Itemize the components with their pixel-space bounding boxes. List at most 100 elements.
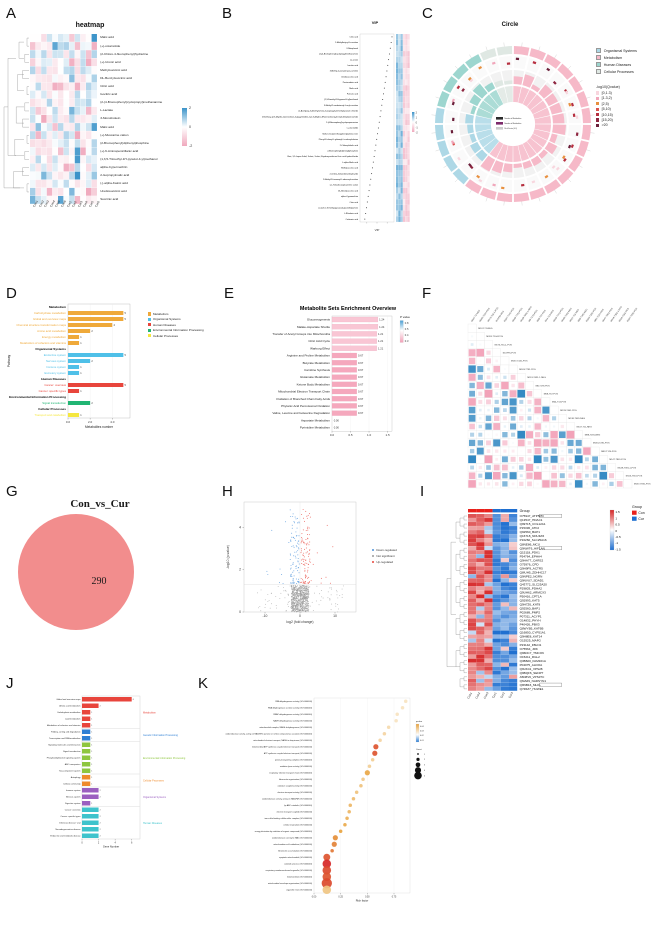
panel-b-metabolite-label: 2-Chlorophthalic acid — [340, 144, 358, 147]
panel-e-pathway-label: Mitochondrial Electron Transport Chain — [278, 390, 330, 394]
panel-h-ytick: 0 — [239, 610, 241, 614]
panel-h-legend-label: Down-regulated — [376, 548, 396, 552]
panel-a-row-label: (+)-cotarnolide — [100, 44, 120, 48]
panel-j-bar-value: 1 — [91, 803, 92, 805]
panel-j-bar-value: 2 — [100, 823, 101, 825]
panel-c-inner-legend-label: Rich Factor (0-1) — [504, 127, 517, 130]
panel-j-pathway-label: Infectious disease: viral — [59, 822, 81, 825]
panel-j-bar-value: 2 — [100, 706, 101, 708]
panel-h-legend-item: Down-regulated — [372, 548, 397, 552]
panel-c-inner-legend-label: Number of Metabolites — [504, 122, 521, 125]
panel-j-bar-value: 1 — [91, 725, 92, 727]
panel-b-metabolite-label: Sulfuric bis(4-methoxyphenyl)amino ester — [322, 132, 358, 135]
legend-swatch-icon — [596, 113, 599, 116]
panel-d-pathway-label: Cancer: specific types — [39, 389, 67, 393]
panel-b-metabolite-label: 1-L-Tetradecanoylcarnitine cation — [329, 184, 358, 187]
panel-k-term-label: fibronectin organization (GO:0000000) — [279, 778, 312, 781]
panel-i-col-label: Cur2 — [499, 691, 506, 699]
panel-e-title: Metabolite Sets Enrichment Overview — [300, 306, 397, 312]
panel-e-legend-tick: 0.8 — [405, 321, 409, 325]
panel-a-row-label: (+)-Muscarine cation — [100, 133, 128, 137]
legend-swatch-icon — [148, 318, 151, 321]
panel-b-metabolite-label: Fumaric acid — [347, 94, 358, 96]
panel-d-category-header: Organismal Systems — [35, 347, 66, 351]
legend-dot-icon — [372, 561, 374, 563]
panel-b-metabolite-label: alpha-Cypermethrin — [341, 195, 358, 198]
panel-a-row-label: (2-(4-Bromophenyl)cyclopropyl)methanamin… — [100, 100, 162, 104]
panel-d-xlabel: Metabolites number — [85, 425, 114, 429]
panel-a-row-label: (1,3,5-Trimethyl-1H-pyrazol-4-yl)methano… — [100, 157, 157, 161]
panel-k-term-label: electron transport coupled (GO:0000000) — [277, 811, 313, 814]
panel-h-legend-item: Up-regulated — [372, 560, 397, 564]
panel-j-pathway-label: Two-component system — [59, 770, 81, 773]
panel-k-term-label: oxidoreductase activity, acting on NAD(P… — [262, 798, 312, 801]
panel-e-plot: Metabolite Sets Enrichment OverviewGluco… — [222, 292, 420, 478]
panel-g-title: Con_vs_Cur — [30, 498, 170, 510]
panel-h-ytick: 2 — [239, 568, 241, 572]
panel-e-pathway-label: Warburg Effect — [310, 346, 330, 350]
panel-d-ylabel: Pathway — [7, 354, 11, 367]
panel-d-pathway-label: Carbohydrate metabolism — [34, 311, 67, 315]
panel-d-category-header: Metabolism — [49, 305, 66, 309]
panel-i-scale-tick: 1.5 — [615, 510, 620, 514]
panel-b-metabolite-label: 2-Methylbutyryl-L-carnitine — [335, 41, 358, 44]
panel-f-row-label: M88-T491-NEG — [585, 435, 601, 437]
panel-b-metabolite-label: Phenyl-D-alanyl-L-glutamyl-L-carbonylala… — [319, 138, 358, 141]
panel-a-legend-tick: 0 — [189, 125, 191, 129]
panel-a-row-label: Malic acid — [100, 125, 114, 129]
panel-d-pathway-label: Excretory system — [45, 371, 67, 375]
panel-a-row-label: (2-Chloro-4-fluorophenyl)hydrazine — [100, 52, 148, 56]
legend-swatch-icon — [596, 91, 599, 94]
panel-k-term-label: energy derivation by oxidation of organi… — [255, 830, 313, 833]
panel-b-metabolite-label: Citric acid — [349, 36, 358, 39]
panel-i-col-label: Con2 — [474, 691, 481, 699]
panel-b-metabolite-label: 3-Methyl-2-oxobutanoyl-L-acyl-carnitine — [324, 104, 358, 107]
panel-e-bar-value: 0.00 — [334, 418, 340, 422]
panel-k-xtick: 0.50 — [365, 896, 370, 898]
panel-j-category-label: Organismal Systems — [143, 796, 167, 799]
panel-c-pvalue-legend-label: [0,1.3) — [602, 91, 612, 95]
legend-swatch-icon — [596, 118, 599, 121]
panel-b-metabolite-label: 2-(4-Bromophenyl)cyclopropanamine — [326, 122, 358, 124]
panel-d-legend-item: Human Diseases — [148, 323, 204, 327]
panel-c-pvalue-legend-item: [10,15) — [596, 113, 620, 117]
panel-k-term-label: oxidative coupled activity (GO:0000000) — [278, 785, 313, 788]
panel-h-legend-label: Up-regulated — [376, 560, 393, 564]
panel-c-category-legend-label: Metabolism — [604, 56, 622, 60]
panel-c-category-legend-label: Cellular Processes — [604, 70, 634, 74]
panel-a-row-label: 2-Isopropylmalic acid — [100, 173, 129, 177]
panel-b-metabolite-label: 2-Nitrophenol — [346, 47, 358, 50]
legend-swatch-icon — [596, 102, 599, 105]
panel-b-metabolite-label: (2-(4-Bromophenyl)cyclopropyl)methanamin… — [319, 53, 358, 56]
panel-e-pathway-label: Pyrimidine Metabolism — [300, 426, 331, 430]
panel-j-pathway-label: Lipid metabolism — [65, 718, 81, 721]
legend-swatch-icon — [596, 108, 599, 111]
panel-a-row-label: L-Lactate — [100, 108, 113, 112]
panel-e-bar-value: 0.67 — [358, 368, 364, 372]
panel-j-category-label: Environmental Information Processing — [143, 757, 186, 760]
panel-c-pvalue-legend-label: [15,20) — [602, 118, 613, 122]
panel-j-bar-value: 6 — [133, 699, 134, 701]
panel-j-bar-value: 1 — [91, 771, 92, 773]
panel-e-bar-value: 0.67 — [358, 354, 364, 358]
panel-k-term-label: apoptotic mitochondrial (GO:0000000) — [279, 856, 312, 859]
panel-h-legend-label: Not significant — [376, 554, 394, 558]
panel-j-bar-value: 2 — [100, 790, 101, 792]
panel-b-metabolite-label: Urediosuccinic acid — [341, 76, 358, 78]
panel-k-xtick: 0.25 — [338, 896, 343, 898]
panel-d-pathway-label: Energy metabolism — [42, 335, 67, 339]
panel-e-pathway-label: Gluconeogenesis — [307, 318, 331, 322]
panel-j-bar-value: 1 — [91, 751, 92, 753]
legend-swatch-icon — [596, 62, 601, 67]
panel-label-g: G — [6, 484, 18, 499]
panel-f-row-label: M119-T691-1-NEG — [527, 377, 546, 379]
panel-c-inner-legend-label: Number of Metabolites — [504, 117, 521, 120]
panel-k-pvalue-tick: 0.04 — [420, 726, 424, 728]
panel-f-row-label: M8-T178-POS — [536, 385, 551, 387]
panel-e-pathway-label: Ketone Body Metabolism — [297, 382, 331, 386]
panel-b-metabolite-label: Oleic, 3,5-Lupan-3-diol, 3-oleic, 3-olei… — [287, 156, 358, 158]
